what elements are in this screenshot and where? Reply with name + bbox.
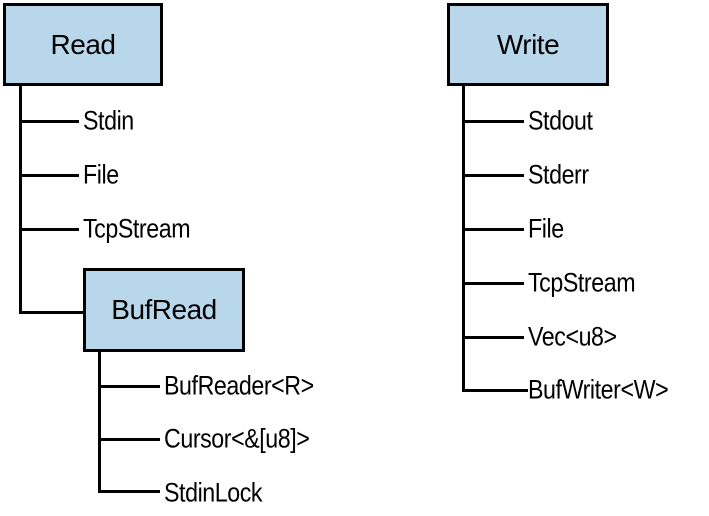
write-impl-bufwriter: BufWriter<W>	[528, 374, 669, 405]
bufread-impl-bufreader: BufReader<R>	[164, 370, 314, 401]
write-branch-line	[462, 174, 524, 177]
write-branch-line	[462, 389, 528, 392]
write-impl-stdout: Stdout	[528, 105, 593, 136]
read-impl-file: File	[83, 159, 119, 190]
read-branch-line	[19, 174, 79, 177]
bufread-impl-cursor: Cursor<&[u8]>	[164, 423, 310, 454]
read-impl-tcpstream: TcpStream	[83, 213, 191, 244]
bufread-trait-label: BufRead	[111, 294, 217, 325]
bufread-trunk-line	[98, 352, 101, 493]
read-trait-box: Read	[3, 3, 163, 86]
write-branch-line	[462, 336, 524, 339]
read-branch-line	[19, 120, 79, 123]
write-impl-vec-u8: Vec<u8>	[528, 321, 617, 352]
bufread-branch-line	[98, 385, 160, 388]
write-branch-line	[462, 120, 524, 123]
write-impl-file: File	[528, 213, 564, 244]
bufread-impl-stdinlock: StdinLock	[164, 477, 263, 508]
read-impl-stdin: Stdin	[83, 105, 134, 136]
write-trunk-line	[462, 86, 465, 392]
bufread-branch-line	[98, 438, 160, 441]
write-trait-label: Write	[496, 28, 560, 60]
bufread-branch-line	[98, 490, 160, 493]
read-trunk-line	[19, 86, 22, 314]
write-impl-stderr: Stderr	[528, 159, 589, 190]
write-trait-box: Write	[447, 3, 609, 86]
read-trait-label: Read	[50, 28, 116, 60]
read-to-bufread-line	[19, 311, 85, 314]
bufread-trait-box: BufRead	[83, 268, 245, 352]
read-branch-line	[19, 228, 79, 231]
write-branch-line	[462, 228, 524, 231]
write-branch-line	[462, 282, 524, 285]
write-impl-tcpstream: TcpStream	[528, 267, 636, 298]
